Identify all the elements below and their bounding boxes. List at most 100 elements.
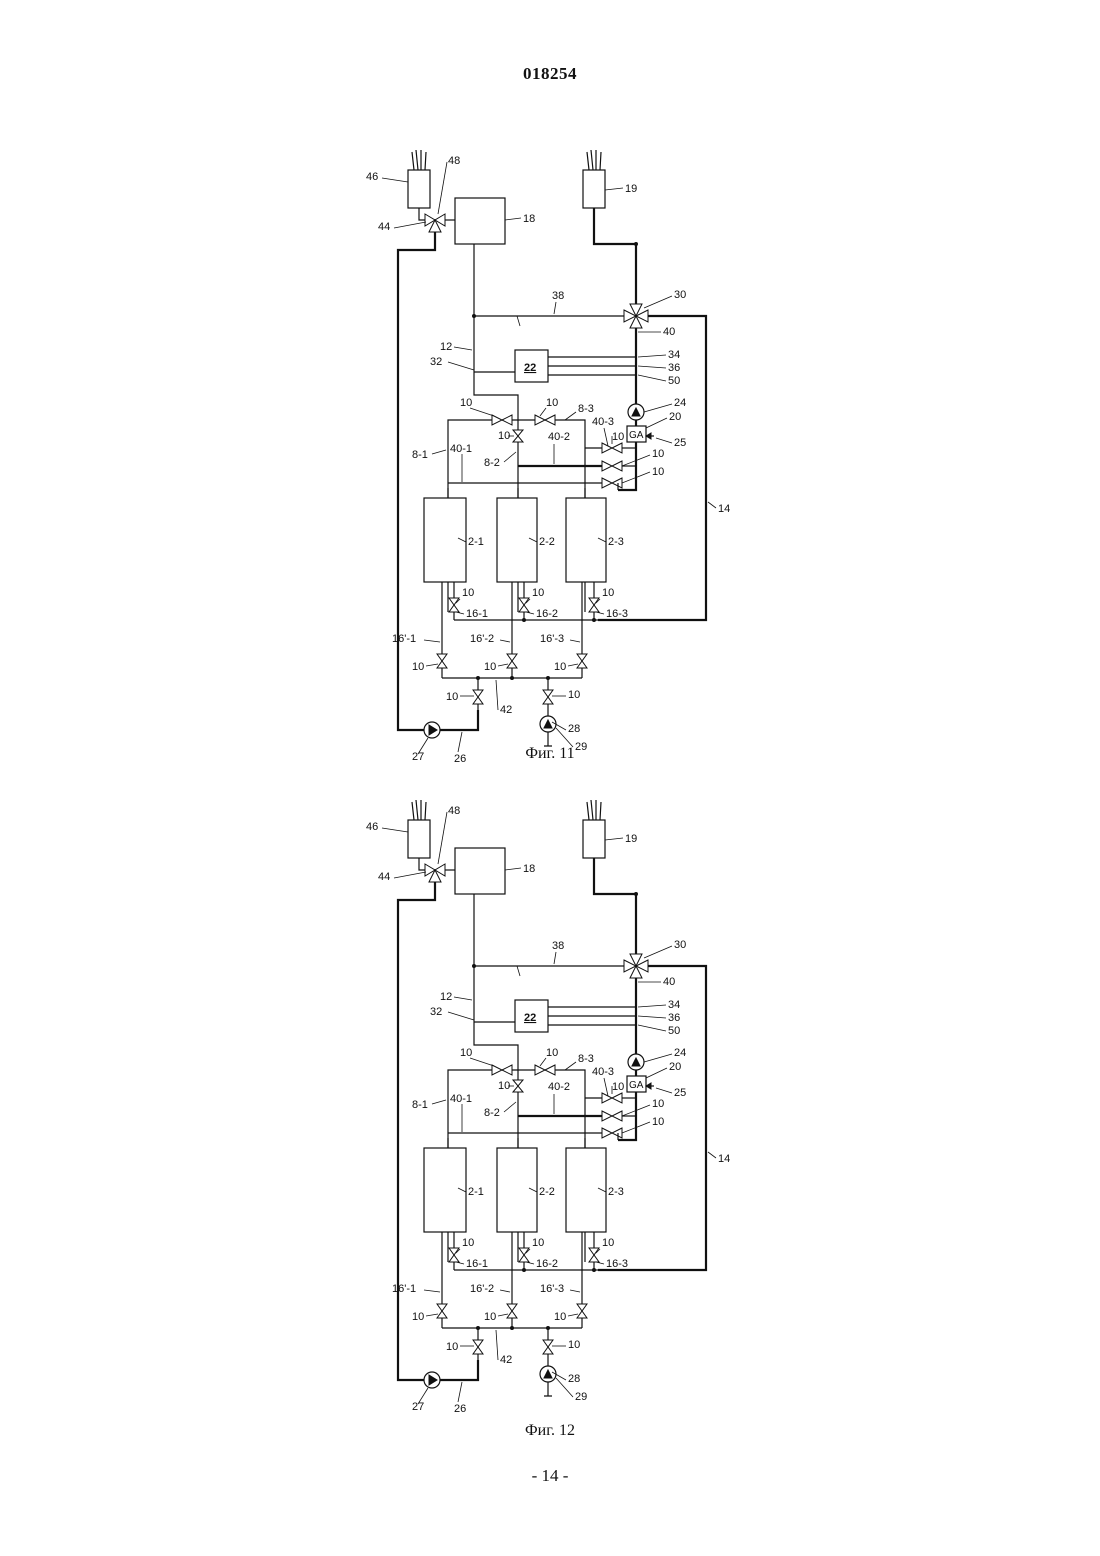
- reference-label: 16-1: [466, 1258, 488, 1270]
- reference-label: 16'-1: [392, 633, 416, 645]
- valve-40-1: [602, 1128, 622, 1138]
- reference-label: 40-1: [450, 443, 472, 455]
- valve-16-3: [589, 1248, 599, 1262]
- reference-label: 24: [674, 397, 686, 409]
- reference-label: 10: [652, 448, 664, 460]
- reference-label: 10: [412, 661, 424, 673]
- valve-8-2: [513, 430, 523, 442]
- reference-label: GA: [629, 1080, 644, 1091]
- valve-40-2: [602, 461, 622, 471]
- valve-28: [543, 690, 553, 704]
- reference-label: 18: [523, 863, 535, 875]
- reference-label: 8-1: [412, 449, 428, 461]
- reference-label: 10: [546, 397, 558, 409]
- three-way-valve-44: [425, 864, 445, 882]
- reference-label: 2-3: [608, 1186, 624, 1198]
- reference-label: 10: [612, 431, 624, 443]
- reference-label: 36: [668, 362, 680, 374]
- reference-label: 10: [652, 466, 664, 478]
- document-number: 018254: [0, 64, 1100, 84]
- reference-label: 16-3: [606, 608, 628, 620]
- pump-29: [540, 716, 556, 732]
- valve-16p-1: [437, 654, 447, 668]
- reference-label: 8-2: [484, 1107, 500, 1119]
- valve-28: [543, 1340, 553, 1354]
- reference-label: 10: [460, 397, 472, 409]
- reference-label: 10: [568, 689, 580, 701]
- reference-label: 40-2: [548, 1081, 570, 1093]
- reference-label: 16'-3: [540, 1283, 564, 1295]
- reference-labels: 46 48 44 18 19 30 38 40 12 32 22 34 36 5…: [366, 805, 730, 1415]
- reference-label: 50: [668, 375, 680, 387]
- valve-42: [473, 1340, 483, 1354]
- reference-label: GA: [629, 430, 644, 441]
- reference-label: 24: [674, 1047, 686, 1059]
- reference-label: 16-2: [536, 1258, 558, 1270]
- reference-label: 2-3: [608, 536, 624, 548]
- reference-label: 42: [500, 704, 512, 716]
- pump-24: [628, 404, 644, 420]
- reference-label: 10: [532, 1237, 544, 1249]
- unit-18: [455, 848, 505, 894]
- reference-label: 10: [460, 1047, 472, 1059]
- reference-label: 8-1: [412, 1099, 428, 1111]
- reference-label: 30: [674, 939, 686, 951]
- reference-label: 48: [448, 155, 460, 167]
- reference-label: 38: [552, 290, 564, 302]
- reference-label: 46: [366, 821, 378, 833]
- unit-18: [455, 198, 505, 244]
- reference-label: 25: [674, 1087, 686, 1099]
- reference-label: 20: [669, 411, 681, 423]
- valve-8-2: [513, 1080, 523, 1092]
- reference-label: 44: [378, 871, 390, 883]
- reference-label: 10: [554, 1311, 566, 1323]
- reference-label: 34: [668, 349, 680, 361]
- valve-40-3: [602, 1093, 622, 1103]
- valve-16p-1: [437, 1304, 447, 1318]
- reference-label: 29: [575, 1391, 587, 1403]
- reference-label: 44: [378, 221, 390, 233]
- reference-label: 46: [366, 171, 378, 183]
- reference-label: 19: [625, 183, 637, 195]
- reference-label: 16-3: [606, 1258, 628, 1270]
- reference-label: 32: [430, 1006, 442, 1018]
- reference-label: 10: [484, 661, 496, 673]
- page-number: - 14 -: [0, 1466, 1100, 1486]
- valve-16p-2: [507, 654, 517, 668]
- reference-label: 32: [430, 356, 442, 368]
- reference-label: 16'-3: [540, 633, 564, 645]
- device-46: [408, 150, 430, 208]
- reference-label: 25: [674, 437, 686, 449]
- reference-label: 40: [663, 326, 675, 338]
- adsorber-2-3: [566, 498, 606, 582]
- reference-label: 8-3: [578, 403, 594, 415]
- reference-label: 42: [500, 1354, 512, 1366]
- reference-label: 22: [524, 362, 536, 374]
- reference-label: 16-2: [536, 608, 558, 620]
- adsorber-2-2: [497, 1148, 537, 1232]
- reference-label: 10: [446, 691, 458, 703]
- reference-label: 2-2: [539, 1186, 555, 1198]
- valve-16-1: [449, 1248, 459, 1262]
- reference-label: 10: [484, 1311, 496, 1323]
- reference-label: 8-3: [578, 1053, 594, 1065]
- adsorber-2-1: [424, 498, 466, 582]
- reference-label: 26: [454, 1403, 466, 1415]
- reference-label: 40-3: [592, 416, 614, 428]
- device-19: [583, 800, 605, 858]
- pump-27: [424, 722, 440, 738]
- schematic-diagram: 46 48 44 18 19 30 38 40 12 32 22 34 36 5…: [0, 150, 1100, 810]
- reference-label: 40-1: [450, 1093, 472, 1105]
- reference-labels: 46 48 44 18 19 30 38 40 12 32 22 34 36 5…: [366, 155, 730, 765]
- reference-label: 34: [668, 999, 680, 1011]
- reference-label: 14: [718, 503, 730, 515]
- reference-label: 28: [568, 723, 580, 735]
- reference-label: 10: [446, 1341, 458, 1353]
- reference-label: 40-2: [548, 431, 570, 443]
- reference-label: 10: [652, 1098, 664, 1110]
- reference-label: 10: [546, 1047, 558, 1059]
- reference-label: 10: [412, 1311, 424, 1323]
- valve-16-2: [519, 598, 529, 612]
- valve-16p-3: [577, 654, 587, 668]
- adsorber-2-1: [424, 1148, 466, 1232]
